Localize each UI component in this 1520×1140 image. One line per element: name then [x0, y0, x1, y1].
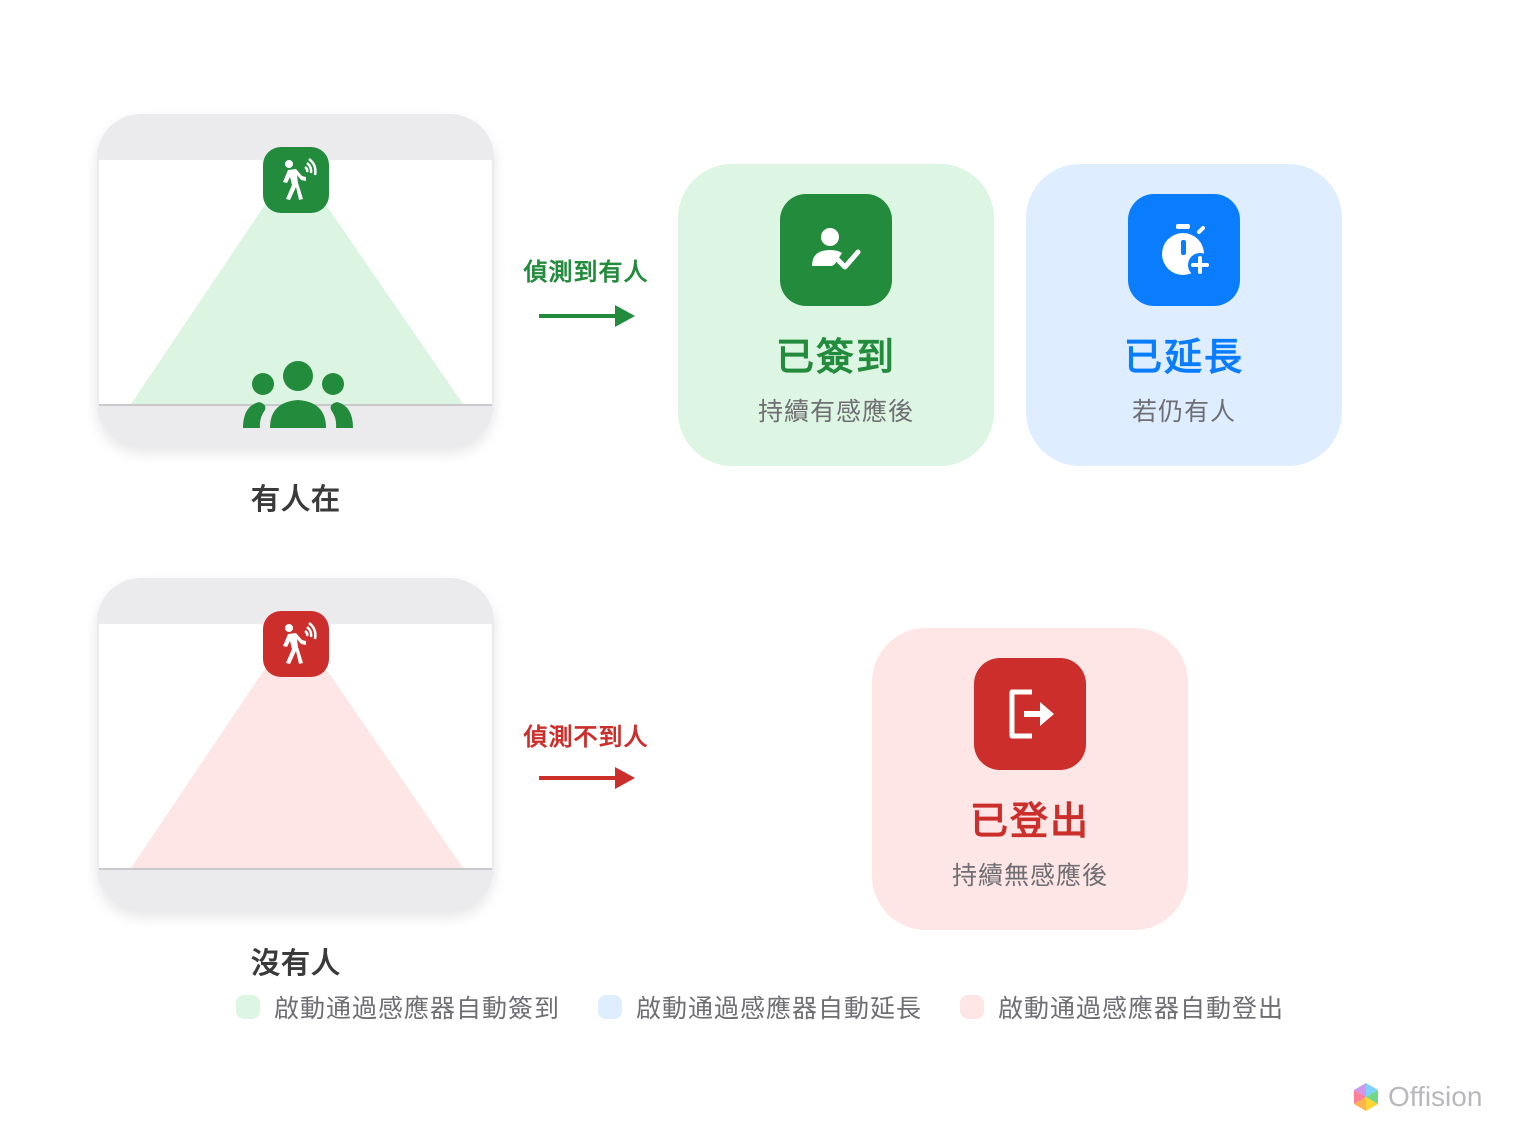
legend-swatch-red [960, 995, 984, 1019]
sensor-detection-cone [131, 624, 463, 868]
card-checked-in-subtitle: 持續有感應後 [757, 397, 914, 426]
card-checked-in: 已簽到 持續有感應後 [678, 164, 994, 466]
person-check-icon [780, 194, 892, 306]
card-extended-title: 已延長 [1123, 335, 1244, 379]
legend-item-checkout: 啟動通過感應器自動登出 [960, 990, 1284, 1024]
people-group-icon [243, 361, 353, 428]
card-checked-out: 已登出 持續無感應後 [872, 628, 1188, 930]
brand-name: Offision [1388, 1081, 1483, 1112]
offision-logo-icon [1354, 1083, 1378, 1111]
legend-item-extend: 啟動通過感應器自動延長 [598, 990, 922, 1024]
timer-plus-icon [1128, 194, 1240, 306]
card-checked-out-subtitle: 持續無感應後 [951, 861, 1108, 890]
arrow-right-icon [539, 767, 635, 789]
legend-item-checkin: 啟動通過感應器自動簽到 [236, 990, 560, 1024]
motion-sensor-icon [263, 611, 329, 677]
exit-icon [974, 658, 1086, 770]
room-empty-illustration [97, 578, 494, 911]
room-empty-label: 沒有人 [250, 946, 341, 980]
arrow-right-icon [539, 305, 635, 327]
legend-label: 啟動通過感應器自動登出 [998, 994, 1285, 1023]
card-checked-out-title: 已登出 [969, 799, 1090, 843]
legend-label: 啟動通過感應器自動簽到 [274, 994, 561, 1023]
brand-logo: Offision [1352, 1080, 1482, 1114]
legend-swatch-blue [598, 995, 622, 1019]
room-occupied-label: 有人在 [250, 482, 341, 516]
sensor-detection-cone [131, 160, 463, 404]
legend-label: 啟動通過感應器自動延長 [636, 994, 923, 1023]
room-occupied-illustration [97, 114, 494, 447]
card-checked-in-title: 已簽到 [775, 335, 896, 379]
card-extended: 已延長 若仍有人 [1026, 164, 1342, 466]
detected-arrow-label: 偵測到有人 [523, 258, 649, 286]
not-detected-arrow-label: 偵測不到人 [523, 723, 649, 751]
legend-swatch-green [236, 995, 260, 1019]
motion-sensor-icon [263, 147, 329, 213]
card-extended-subtitle: 若仍有人 [1131, 397, 1236, 426]
